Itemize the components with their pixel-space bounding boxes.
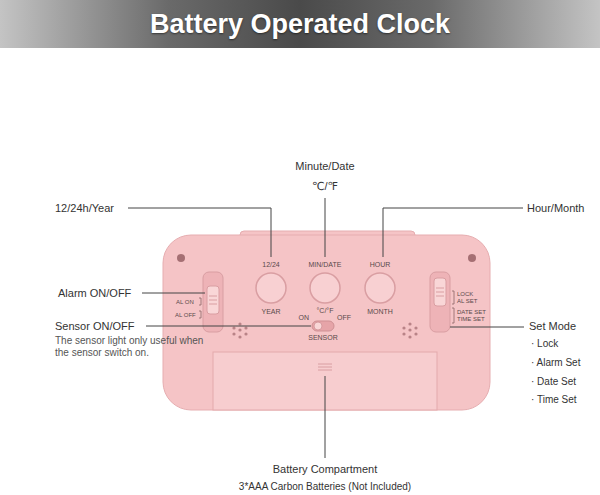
knob-groove	[436, 292, 444, 293]
leader-line	[325, 198, 326, 257]
cover-grip	[318, 367, 332, 368]
slider-knob	[207, 286, 219, 314]
switch-print: TIME SET	[457, 316, 485, 322]
knob-groove	[209, 296, 217, 297]
sensor-switch	[312, 321, 334, 331]
leader-line	[325, 376, 326, 458]
switch-print: DATE SET	[457, 309, 486, 315]
cover-grip	[318, 370, 332, 371]
callout-label: ℃/℉	[312, 180, 338, 193]
mode-item: · Date Set	[531, 376, 576, 388]
alarm-slider	[203, 272, 223, 332]
leader-line	[142, 293, 205, 294]
clock-housing	[163, 235, 490, 410]
callout-label: Set Mode	[529, 320, 576, 333]
switch-knob	[314, 322, 322, 330]
knob-groove	[436, 288, 444, 289]
knob-groove	[209, 304, 217, 305]
button-print: YEAR	[261, 308, 280, 315]
callout-label: Minute/Date	[295, 160, 354, 173]
button	[256, 273, 286, 303]
bracket	[199, 298, 201, 318]
bracket	[452, 291, 454, 323]
slider-knob	[434, 278, 446, 306]
leader-line	[128, 208, 271, 257]
callout-label: 12/24h/Year	[55, 202, 114, 215]
button	[365, 273, 395, 303]
button-print: MONTH	[367, 308, 393, 315]
button-print: HOUR	[370, 261, 391, 268]
page-title: Battery Operated Clock	[0, 0, 600, 48]
mode-item: · Alarm Set	[531, 357, 580, 369]
switch-print: LOCK	[457, 291, 473, 297]
knob-groove	[209, 300, 217, 301]
leader-line	[383, 208, 523, 257]
leader-line	[146, 326, 311, 327]
mode-item: · Time Set	[531, 394, 577, 406]
button	[310, 273, 340, 303]
cover-grip	[318, 364, 332, 365]
callout-label: Hour/Month	[527, 202, 584, 215]
mode-item: · Lock	[531, 338, 558, 350]
callout-label: Battery Compartment	[273, 463, 378, 476]
switch-print: OFF	[337, 314, 351, 321]
switch-print: AL ON	[176, 299, 194, 305]
switch-print: ON	[299, 314, 310, 321]
button-print: °C/°F	[317, 307, 334, 314]
callout-note: The sensor light only useful when the se…	[55, 335, 220, 359]
hanging-hole	[468, 254, 476, 262]
mode-slider	[430, 272, 450, 332]
callout-note: 3*AAA Carbon Batteries (Not Included)	[239, 481, 411, 493]
hanging-hole	[177, 254, 185, 262]
callout-label: Sensor ON/OFF	[55, 320, 134, 333]
switch-print: AL SET	[457, 298, 477, 304]
knob-groove	[436, 296, 444, 297]
button-print: MIN/DATE	[309, 261, 342, 268]
switch-print: SENSOR	[308, 334, 338, 341]
switch-print: AL OFF	[175, 312, 196, 318]
button-print: 12/24	[262, 261, 280, 268]
callout-label: Alarm ON/OFF	[58, 287, 131, 300]
leader-line	[450, 327, 524, 328]
